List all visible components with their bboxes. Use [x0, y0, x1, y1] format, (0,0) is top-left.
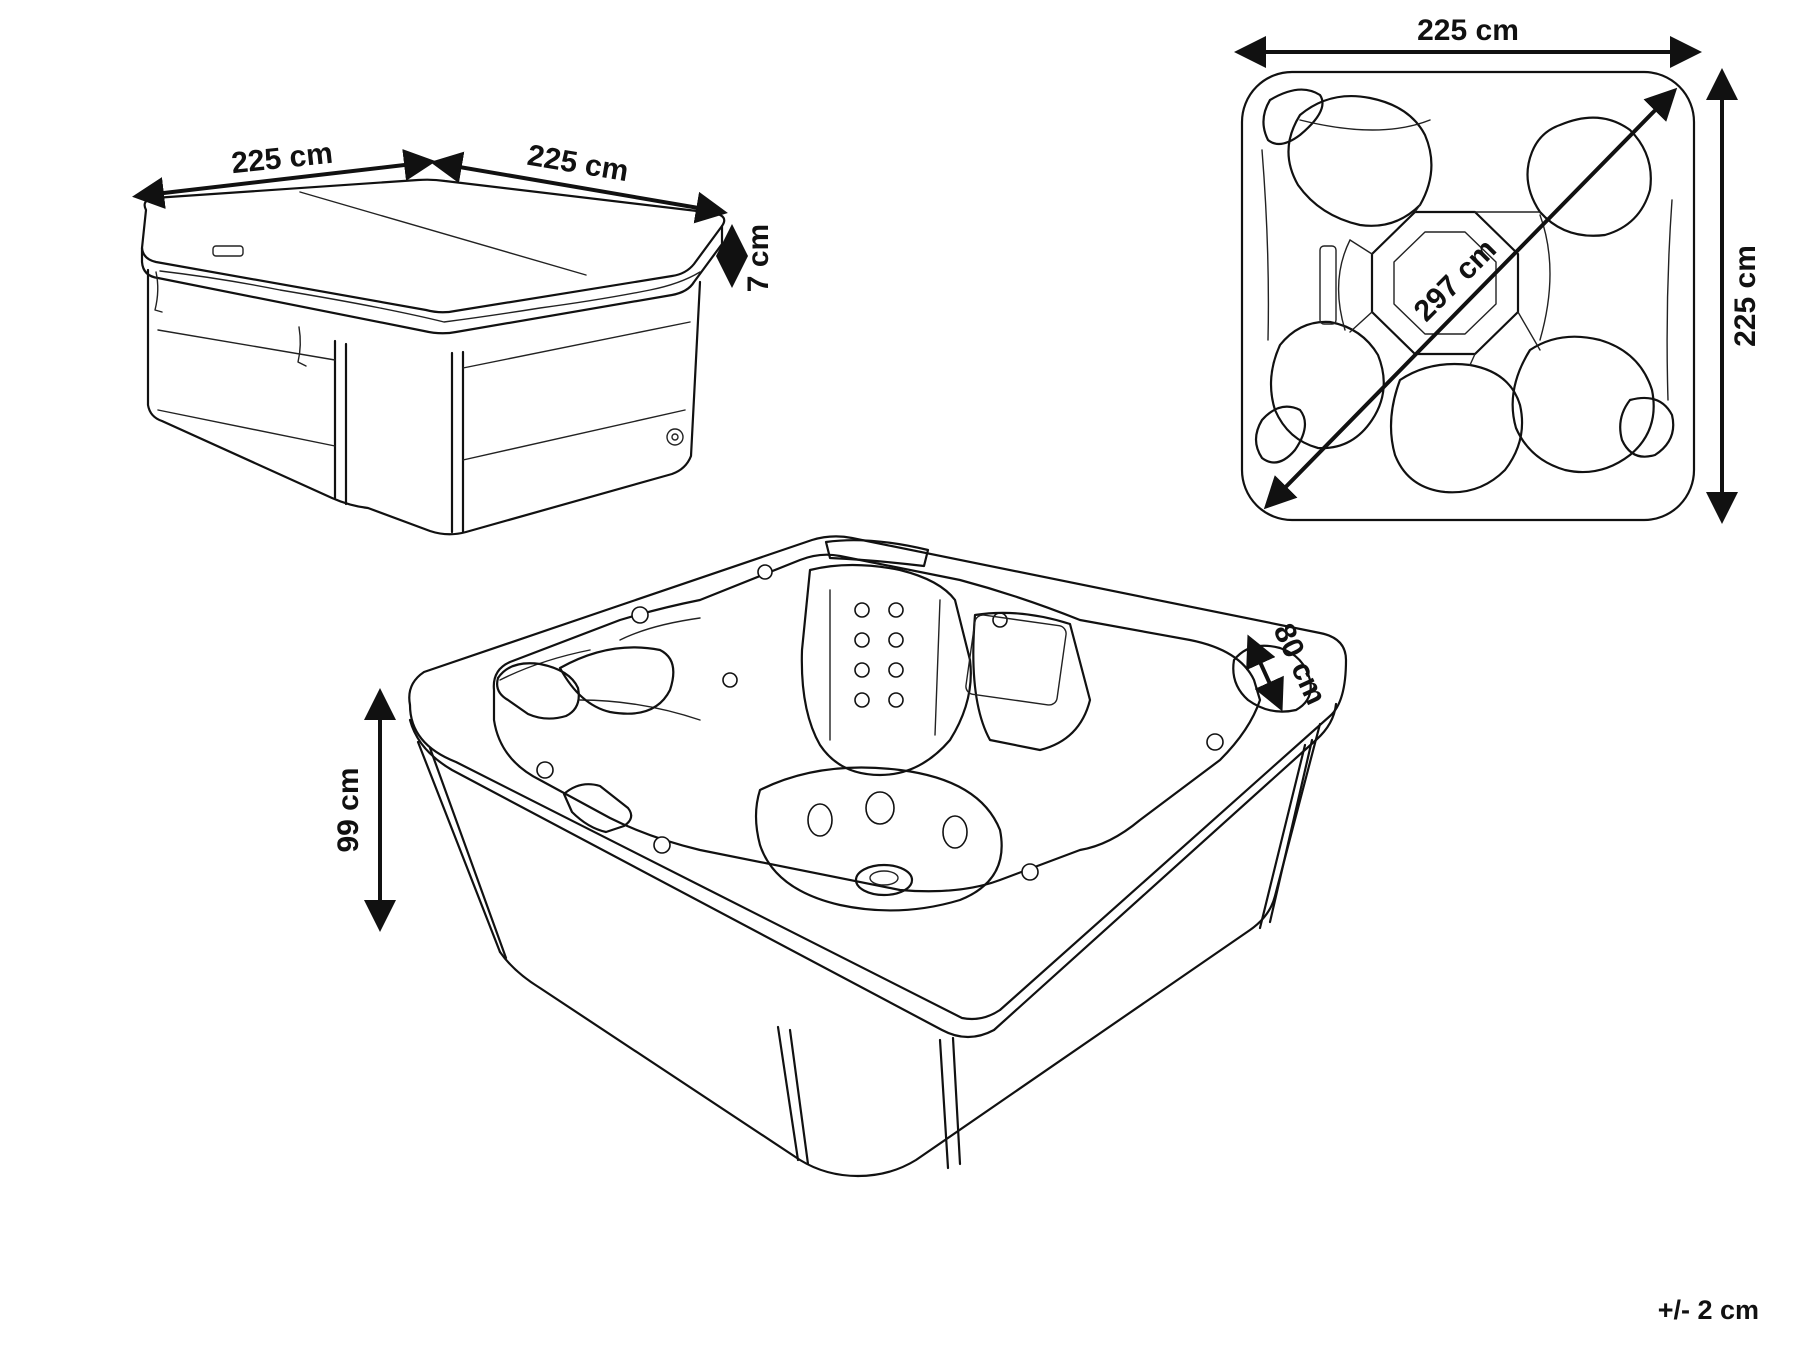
tub-height-label: 99 cm: [332, 767, 365, 852]
top-width-label: 225 cm: [1417, 14, 1519, 47]
tub-inner-depth-arrow: [1246, 634, 1284, 712]
cover-thickness-label: 7 cm: [742, 224, 775, 292]
jet-icon: [536, 564, 1224, 881]
cover-handle-icon: [212, 245, 244, 257]
cover-depth-arrow: [430, 151, 728, 224]
headrest-icon: [824, 539, 930, 568]
top-diagonal-arrow: [1263, 87, 1678, 510]
top-depth-label: 225 cm: [1729, 245, 1762, 347]
open-tub-drawing: [408, 535, 1348, 1178]
covered-tub-drawing: [140, 178, 726, 536]
drain-valve-icon: [666, 428, 684, 446]
tolerance-note: +/- 2 cm: [1658, 1295, 1759, 1325]
cover-width-arrow: [132, 149, 436, 209]
